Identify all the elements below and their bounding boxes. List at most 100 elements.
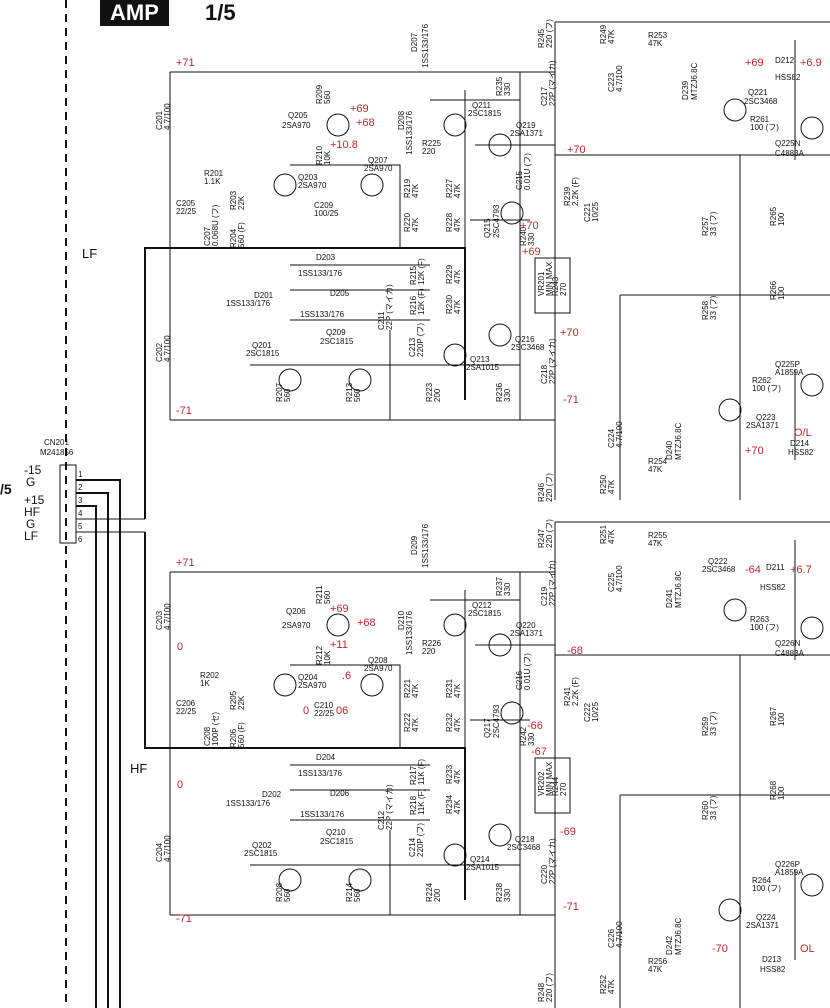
resistor-r217-ref: R217	[409, 765, 418, 785]
v-ch2-q218: -69	[560, 826, 576, 838]
resistor-r207-value: 560	[283, 388, 292, 402]
v-ch1-vr201: +69	[522, 246, 541, 258]
resistor-r231-value: 47K	[453, 683, 462, 698]
resistor-r265-ref: R265	[769, 206, 778, 226]
connector-cn201	[59, 464, 77, 544]
resistor-r262-ref: R262	[752, 376, 772, 385]
resistor-vr202-value: MIN MAX	[545, 761, 554, 796]
resistor-r216-ref: R216	[409, 295, 418, 315]
resistor-r245-value: 220 (フ)	[545, 19, 554, 48]
resistor-r229-value: 47K	[453, 269, 462, 284]
q222-type: 2SC3468	[702, 565, 736, 574]
capacitor-c211-ref: C211	[377, 311, 386, 330]
resistor-r247-ref: R247	[537, 528, 546, 548]
voltage-readings: +71 +69 +68 +10.8 +70 +70 +69 +70 -71 -7…	[176, 57, 822, 955]
v-ch2-rail-neg: -71	[176, 913, 192, 925]
capacitor-c213-value: 220P (フ)	[416, 323, 425, 357]
resistor-r225-value: 220	[422, 147, 436, 156]
resistor-r223-value: 200	[433, 388, 442, 402]
resistor-r257-value: 33 (フ)	[709, 211, 718, 236]
transistor-labels: Q203 2SA970 Q205 2SA970 Q207 2SA970 Q201…	[244, 88, 805, 930]
q218-ref: Q218	[515, 835, 535, 844]
capacitor-c222-value: 10/25	[591, 701, 600, 722]
resistor-r208-value: 560	[283, 888, 292, 902]
resistor-r263-ref: R263	[750, 615, 770, 624]
resistor-r247-value: 220 (フ)	[545, 519, 554, 548]
resistor-r223-ref: R223	[425, 382, 434, 402]
capacitor-c226-value: 4.7/100	[615, 921, 624, 948]
page-number: 1/5	[205, 0, 236, 25]
d206-ref: D206	[330, 789, 350, 798]
resistor-r236-value: 330	[503, 388, 512, 402]
v-ch2-vr202: -67	[531, 746, 547, 758]
q212-type: 2SC1815	[468, 609, 502, 618]
diode-labels: D201 1SS133/176 D203 1SS133/176 D205 1SS…	[226, 23, 814, 974]
resistor-r217-value: 11K (F)	[417, 759, 426, 785]
d203-ref: D203	[316, 253, 336, 262]
d202-ref: D202	[262, 790, 282, 799]
q206-ref: Q206	[286, 607, 306, 616]
v-ch1-ol: O/L	[794, 427, 812, 439]
d201-ref: D201	[254, 291, 274, 300]
capacitor-c218-value: 22P (マイカ)	[548, 338, 557, 384]
resistor-r226-value: 220	[422, 647, 436, 656]
resistor-r268-value: 100	[777, 786, 786, 800]
resistor-r214-value: 560	[353, 888, 362, 902]
resistor-r229-ref: R229	[445, 264, 454, 284]
capacitor-c221-ref: C221	[583, 202, 592, 222]
q208-type: 2SA970	[364, 664, 393, 673]
resistor-r233-ref: R233	[445, 764, 454, 784]
resistor-r224-value: 200	[433, 888, 442, 902]
capacitor-c207-ref: C207	[203, 226, 212, 246]
d213-type: HSS82	[760, 965, 786, 974]
hf-block-label: HF	[130, 761, 147, 776]
q220-type: 2SA1371	[510, 629, 543, 638]
resistor-r252-value: 47K	[607, 979, 616, 994]
resistor-r204-value: 560 (F)	[237, 222, 246, 248]
resistor-r252-ref: R252	[599, 974, 608, 994]
resistor-r218-value: 11K (F)	[417, 789, 426, 815]
pin-2: 2	[78, 483, 83, 492]
resistor-r242-value: 330	[527, 732, 536, 746]
resistor-r253-ref: R253	[648, 31, 668, 40]
left-page-number: /5	[0, 481, 12, 497]
capacitor-c206-ref: C206	[176, 699, 196, 708]
resistor-r212-ref: R212	[315, 645, 324, 665]
capacitor-c213-ref: C213	[408, 337, 417, 357]
resistor-r202-ref: R202	[200, 671, 220, 680]
resistor-r224-ref: R224	[425, 882, 434, 902]
resistor-r248-ref: R248	[537, 982, 546, 1002]
q203-ref: Q203	[298, 173, 318, 182]
resistor-r219-value: 47K	[411, 183, 420, 198]
resistor-r242-ref: R242	[519, 726, 528, 746]
capacitor-c209-ref: C209	[314, 201, 334, 210]
v-ch1-q207: +10.8	[330, 139, 358, 151]
v-ch2-q208: +11	[330, 639, 348, 651]
q214-type: 2SA1015	[466, 863, 499, 872]
resistor-r259-ref: R259	[701, 716, 710, 736]
v-ch1-q219: +70	[567, 144, 586, 156]
resistor-r241-value: 2.2K (F)	[571, 677, 580, 706]
resistor-r218-ref: R218	[409, 795, 418, 815]
capacitor-c205-ref: C205	[176, 199, 196, 208]
q216-type: 2SC3468	[511, 343, 545, 352]
resistor-r214-ref: R214	[345, 882, 354, 902]
capacitor-c220-value: 22P (マイカ)	[548, 838, 557, 884]
capacitor-c224-value: 4.7/100	[615, 421, 624, 448]
q201-type: 2SC1815	[246, 349, 280, 358]
capacitor-c225-value: 4.7/100	[615, 565, 624, 592]
d209-type: 1SS133/176	[421, 523, 430, 568]
resistor-r239-value: 2.2K (F)	[571, 177, 580, 206]
d209-ref: D209	[410, 535, 419, 555]
capacitor-c211-value: 22P (マイカ)	[385, 284, 394, 330]
q224-ref: Q224	[756, 913, 776, 922]
v-ch1-q216: +70	[560, 327, 579, 339]
resistor-r240-value: 330	[527, 232, 536, 246]
q212-ref: Q212	[472, 601, 492, 610]
v-ch2-q204: 0	[303, 705, 309, 717]
d213-ref: D213	[762, 955, 782, 964]
d240-type: MTZJ6.8C	[674, 422, 683, 460]
v-ch2-rail-pos: +71	[176, 557, 195, 569]
q214-ref: Q214	[470, 855, 490, 864]
v-ch2-ol: OL	[800, 943, 815, 955]
